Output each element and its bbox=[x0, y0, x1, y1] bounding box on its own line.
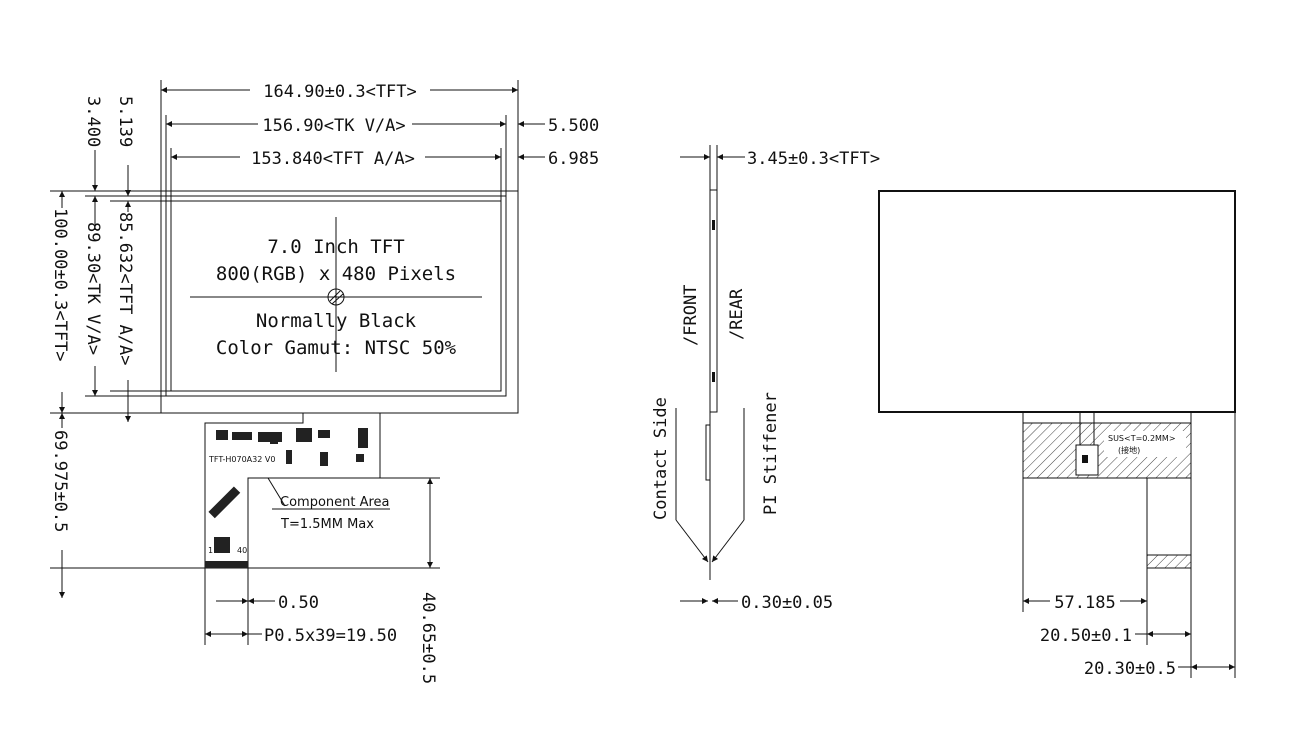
side-panel bbox=[709, 189, 718, 413]
front-label: /FRONT bbox=[681, 285, 701, 346]
rear-label: /REAR bbox=[727, 288, 747, 340]
dim-height-tft: 100.00±0.3<TFT> bbox=[50, 208, 70, 362]
fpc-label: TFT-H070A32 V0 bbox=[208, 455, 275, 464]
rear-view: SUS<T=0.2MM> (接地) 57.185 20.50±0.1 20.30… bbox=[878, 190, 1236, 679]
dim-fpc-offset: 57.185 bbox=[1054, 593, 1115, 613]
dim-height-tft-aa: 85.632<TFT A/A> bbox=[115, 212, 135, 366]
dim-fpc-tail: 20.30±0.5 bbox=[1084, 659, 1176, 679]
sus-label: SUS<T=0.2MM> bbox=[1108, 434, 1176, 443]
ground-label: (接地) bbox=[1118, 445, 1140, 455]
tft-active-area bbox=[170, 200, 502, 392]
front-view: 7.0 Inch TFT 800(RGB) x 480 Pixels Norma… bbox=[50, 80, 599, 684]
dim-fpc-length: 40.65±0.5 bbox=[418, 592, 438, 684]
dim-height-tk-va: 89.30<TK V/A> bbox=[83, 222, 103, 355]
dim-offset-top-1: 3.400 bbox=[83, 96, 103, 147]
dim-height-total: 69.975±0.5 bbox=[50, 430, 70, 532]
dim-pin-width: 0.50 bbox=[278, 593, 319, 613]
panel-size: 7.0 Inch TFT bbox=[267, 236, 404, 258]
fpc-connector-marks bbox=[205, 486, 248, 568]
component-area: Component Area bbox=[280, 495, 390, 510]
resolution: 800(RGB) x 480 Pixels bbox=[216, 263, 456, 285]
dim-fpc-thickness: 0.30±0.05 bbox=[741, 593, 833, 613]
pi-stiffener: PI Stiffener bbox=[761, 392, 781, 515]
tft-outline bbox=[160, 190, 519, 414]
component-height: T=1.5MM Max bbox=[280, 517, 374, 532]
pin-last: 40 bbox=[237, 546, 247, 555]
dim-pitch: P0.5x39=19.50 bbox=[264, 626, 397, 646]
display-mode: Normally Black bbox=[256, 310, 417, 332]
dim-fpc-width: 20.50±0.1 bbox=[1040, 626, 1132, 646]
tk-view-area bbox=[165, 195, 507, 397]
dim-offset-top-2: 5.139 bbox=[115, 96, 135, 147]
contact-side: Contact Side bbox=[651, 397, 671, 520]
dim-width-tft: 164.90±0.3<TFT> bbox=[263, 82, 417, 102]
dim-offset-tk-va: 5.500 bbox=[548, 116, 599, 136]
fpc-components bbox=[216, 428, 368, 466]
side-view: 3.45±0.3<TFT> /FRONT /REAR Contact Side … bbox=[651, 145, 880, 613]
dim-width-tk-va: 156.90<TK V/A> bbox=[262, 116, 405, 136]
rear-panel bbox=[878, 190, 1236, 413]
dim-width-tft-aa: 153.840<TFT A/A> bbox=[251, 149, 415, 169]
center-mark bbox=[327, 288, 345, 306]
dim-offset-tft-aa: 6.985 bbox=[548, 149, 599, 169]
dim-thickness: 3.45±0.3<TFT> bbox=[747, 149, 880, 169]
color-gamut: Color Gamut: NTSC 50% bbox=[216, 337, 457, 359]
pin-first: 1 bbox=[208, 546, 213, 555]
